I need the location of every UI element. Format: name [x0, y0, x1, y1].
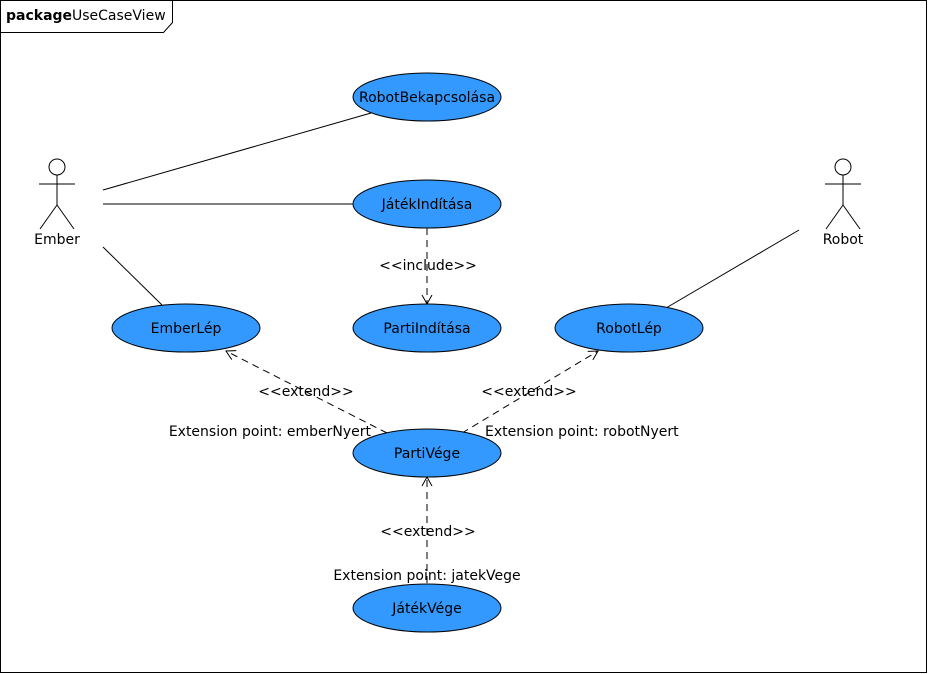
usecase-jatekinditasa[interactable]: JátékIndítása: [352, 179, 502, 229]
usecase-partivege[interactable]: PartiVége: [352, 428, 502, 478]
usecase-robotlep[interactable]: RobotLép: [554, 303, 704, 353]
usecase-label: JátékVége: [391, 601, 462, 617]
extension-point-embernyert: Extension point: emberNyert: [169, 424, 372, 440]
usecase-label: RobotBekapcsolása: [359, 90, 495, 106]
usecase-label: RobotLép: [596, 321, 662, 337]
usecase-emberlep[interactable]: EmberLép: [111, 303, 261, 353]
extend-label-partivege: <<extend>>: [380, 524, 475, 540]
usecase-label: PartiVége: [394, 446, 460, 462]
extension-point-jatekvege: Extension point: jatekVege: [333, 568, 520, 584]
extend-label-emberlep: <<extend>>: [258, 384, 353, 400]
package-name: UseCaseView: [72, 8, 166, 24]
extend-dependency-emberlep: [225, 350, 388, 434]
stick-figure-icon: [39, 158, 75, 230]
association-ember-emberlep: [102, 246, 163, 306]
association-robot-robotlep: [665, 229, 800, 309]
extension-point-robotnyert: Extension point: robotNyert: [485, 424, 679, 440]
package-tab: [0, 0, 173, 33]
stick-figure-icon: [825, 158, 861, 230]
extend-dependency-robotlep: [461, 350, 599, 434]
usecase-partiinditasa[interactable]: PartiIndítása: [352, 303, 502, 353]
package-keyword: package: [6, 8, 72, 24]
include-label: <<include>>: [379, 258, 477, 274]
usecase-label: PartiIndítása: [383, 321, 470, 337]
actor-robot[interactable]: Robot: [823, 158, 864, 248]
extend-label-robotlep: <<extend>>: [481, 384, 576, 400]
usecase-robotbekapcsolasa[interactable]: RobotBekapcsolása: [352, 72, 502, 122]
actor-label: Ember: [34, 232, 80, 248]
actor-ember[interactable]: Ember: [34, 158, 80, 248]
usecase-label: JátékIndítása: [381, 197, 473, 213]
actor-label: Robot: [823, 232, 864, 248]
association-ember-robotbekapcsolasa: [102, 112, 372, 191]
usecase-jatekvege[interactable]: JátékVége: [352, 583, 502, 633]
usecase-label: EmberLép: [151, 321, 222, 337]
